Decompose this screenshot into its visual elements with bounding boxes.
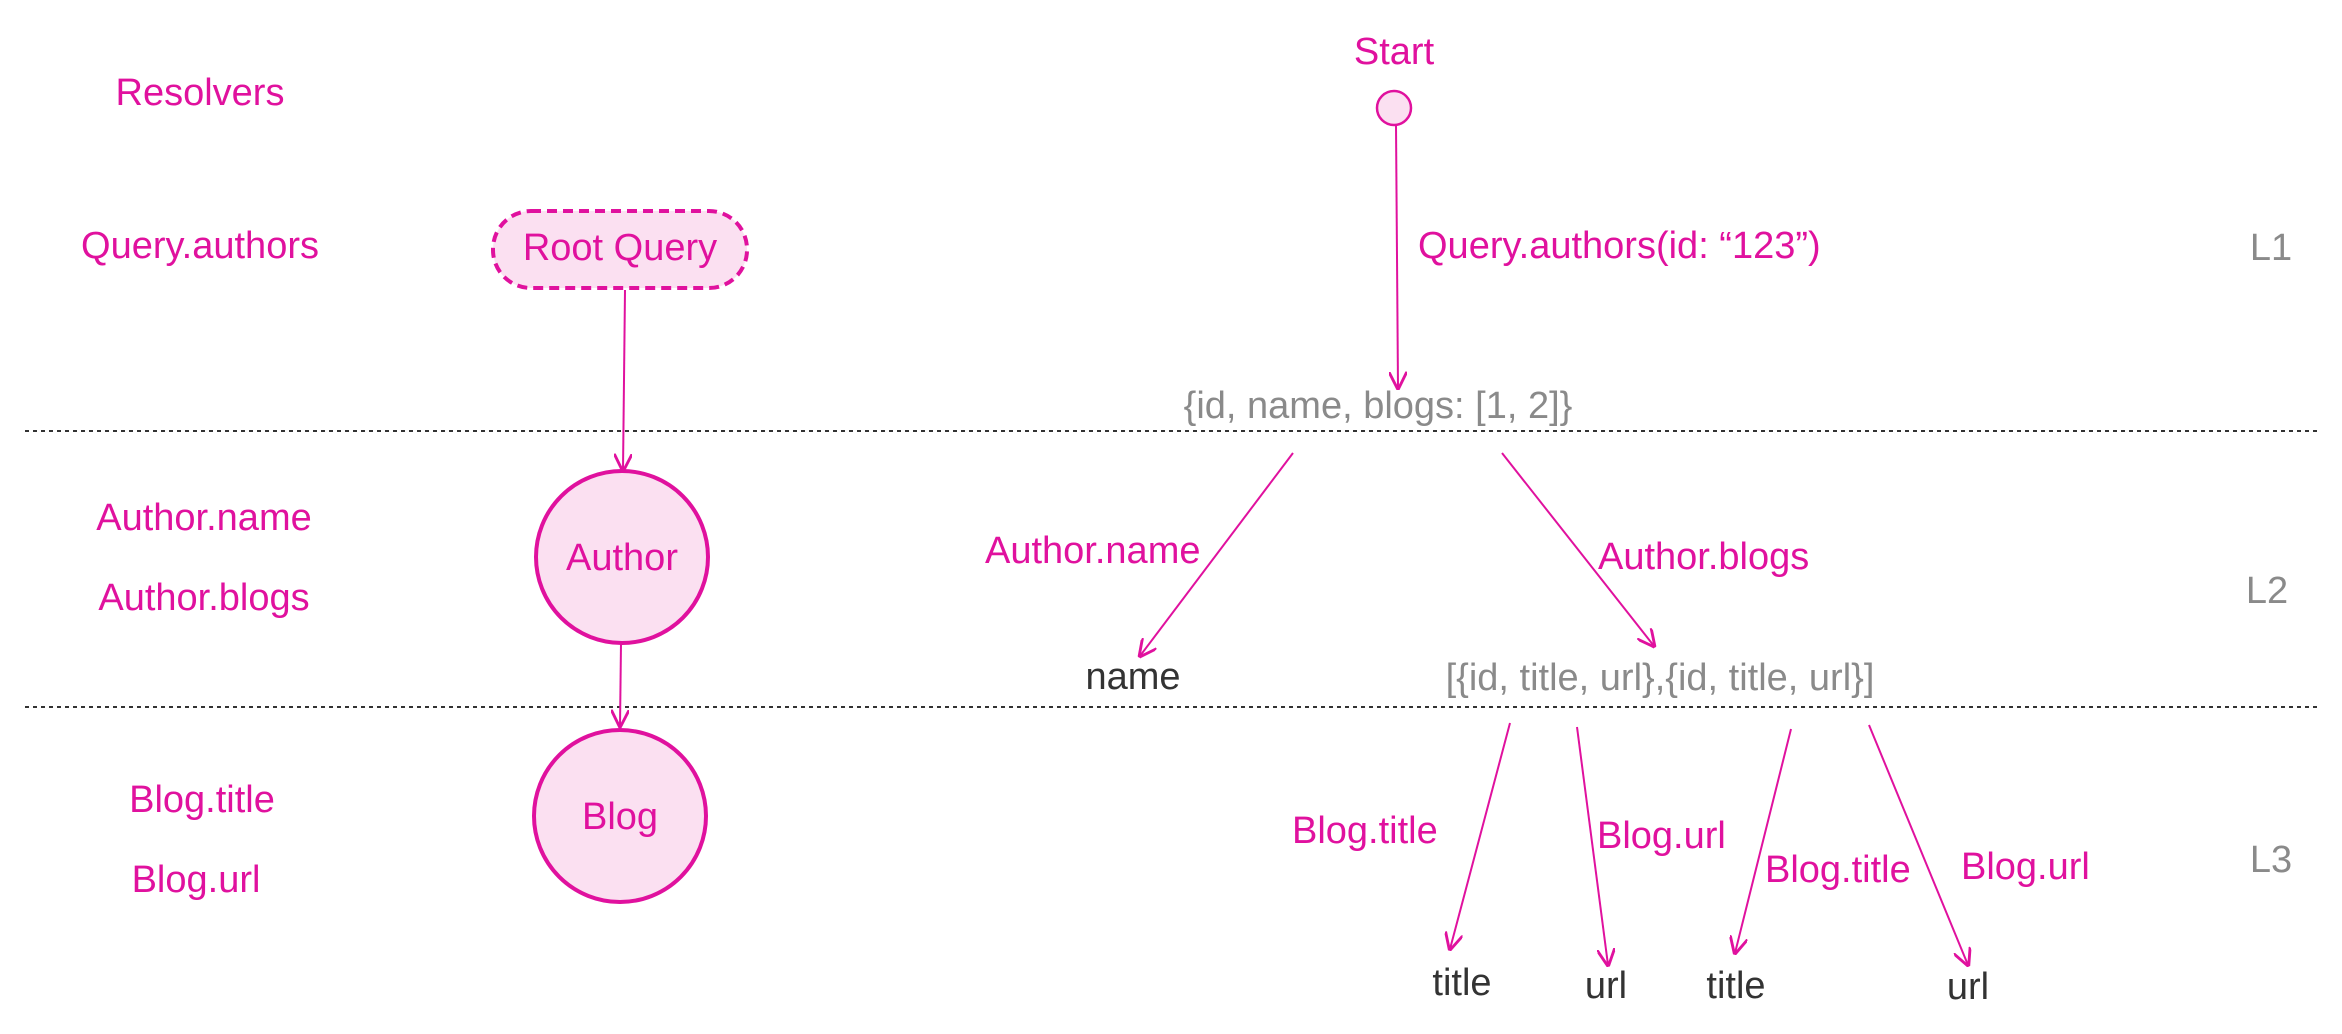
blog-2-title-edge-label: Blog.title [1765, 849, 1911, 891]
blog-1-title-value: title [1432, 962, 1491, 1004]
author-result-object: {id, name, blogs: [1, 2]} [1184, 385, 1573, 427]
author-blogs-edge-label: Author.blogs [1598, 536, 1809, 578]
resolvers-heading: Resolvers [116, 72, 285, 114]
start-node [1375, 89, 1413, 127]
blog-2-url-edge [1868, 724, 1968, 965]
resolver-query-authors: Query.authors [81, 225, 319, 267]
blog-1-url-edge [1576, 726, 1608, 965]
root-to-author-arrow [623, 289, 625, 470]
author-node [534, 469, 710, 645]
name-value: name [1085, 656, 1180, 698]
start-label: Start [1354, 31, 1435, 73]
blog-node [532, 728, 708, 904]
level-label-l1: L1 [2250, 227, 2292, 269]
blog-2-title-edge [1735, 728, 1792, 953]
level-label-l2: L2 [2246, 570, 2288, 612]
root-call-label: Query.authors(id: “123”) [1418, 225, 1821, 267]
author-blogs-edge [1501, 452, 1654, 646]
level-label-l3: L3 [2250, 839, 2292, 881]
resolver-author-name: Author.name [96, 497, 311, 539]
resolver-author-blogs: Author.blogs [98, 577, 309, 619]
blog-1-title-edge [1450, 722, 1511, 949]
blogs-result-array: [{id, title, url},{id, title, url}] [1446, 657, 1875, 699]
author-to-blog-arrow [620, 642, 621, 726]
blog-2-url-value: url [1947, 966, 1989, 1008]
blog-1-url-value: url [1585, 965, 1627, 1007]
author-name-edge [1140, 452, 1294, 656]
root-query-node-label: Root Query [523, 227, 717, 269]
blog-2-title-value: title [1706, 965, 1765, 1007]
blog-node-label: Blog [582, 796, 658, 838]
resolver-blog-url: Blog.url [132, 859, 261, 901]
blog-2-url-edge-label: Blog.url [1961, 846, 2090, 888]
author-node-label: Author [566, 537, 678, 579]
blog-1-url-edge-label: Blog.url [1597, 815, 1726, 857]
author-name-edge-label: Author.name [985, 530, 1200, 572]
blog-1-title-edge-label: Blog.title [1292, 810, 1438, 852]
resolver-blog-title: Blog.title [129, 779, 275, 821]
start-to-author-result-arrow [1396, 124, 1398, 388]
root-query-node [491, 209, 749, 290]
